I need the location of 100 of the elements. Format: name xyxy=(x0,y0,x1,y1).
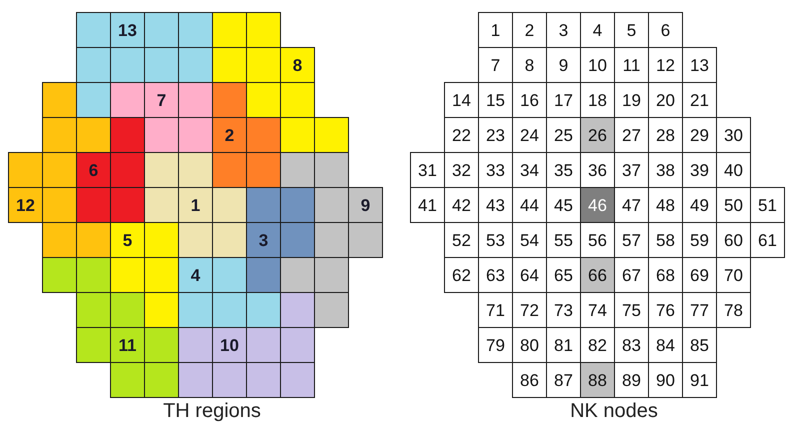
grid-cell xyxy=(76,292,111,328)
grid-cell xyxy=(348,222,383,258)
grid-cell xyxy=(178,362,213,398)
grid-cell xyxy=(110,47,145,83)
node-number: 49 xyxy=(690,196,709,214)
region-number: 2 xyxy=(224,126,234,144)
node-number: 58 xyxy=(656,232,675,248)
region-number: 12 xyxy=(16,196,35,214)
grid-cell xyxy=(178,257,213,293)
grid-cell xyxy=(212,187,247,223)
node-number: 85 xyxy=(690,336,709,354)
grid-cell xyxy=(580,257,615,293)
node-number: 84 xyxy=(656,336,675,354)
grid-cell xyxy=(110,117,145,153)
grid-cell xyxy=(110,257,145,293)
node-number: 89 xyxy=(622,372,641,388)
grid-cell xyxy=(212,117,247,153)
node-number: 22 xyxy=(452,126,471,144)
node-number: 59 xyxy=(690,232,709,248)
grid-cell xyxy=(280,82,315,118)
grid-cell xyxy=(76,47,111,83)
node-number: 71 xyxy=(486,302,505,318)
node-number: 82 xyxy=(588,336,607,354)
grid-cell xyxy=(280,292,315,328)
node-number: 31 xyxy=(418,162,437,178)
grid-cell xyxy=(212,327,247,363)
grid-cell xyxy=(478,327,513,363)
grid-cell xyxy=(682,47,717,83)
grid-cell xyxy=(444,257,479,293)
grid-cell xyxy=(144,187,179,223)
grid-cell xyxy=(478,12,513,48)
grid-cell xyxy=(178,47,213,83)
node-number: 40 xyxy=(724,162,743,178)
grid-cell xyxy=(42,257,77,293)
node-number: 50 xyxy=(724,196,743,214)
grid-cell xyxy=(280,362,315,398)
node-number: 38 xyxy=(656,162,675,178)
grid-cell xyxy=(144,222,179,258)
node-number: 5 xyxy=(626,22,636,38)
node-number: 73 xyxy=(554,302,573,318)
node-number: 64 xyxy=(520,266,539,284)
grid-cell xyxy=(144,117,179,153)
node-number: 67 xyxy=(622,266,641,284)
node-number: 63 xyxy=(486,266,505,284)
node-number: 25 xyxy=(554,126,573,144)
grid-cell xyxy=(76,12,111,48)
grid-cell xyxy=(144,152,179,188)
node-number: 15 xyxy=(486,92,505,108)
grid-cell xyxy=(178,327,213,363)
grid-cell xyxy=(144,327,179,363)
grid-cell xyxy=(144,362,179,398)
node-number: 81 xyxy=(554,336,573,354)
grid-cell xyxy=(178,82,213,118)
node-number: 41 xyxy=(418,196,437,214)
node-number: 3 xyxy=(558,22,568,38)
grid-cell xyxy=(750,187,785,223)
node-number: 91 xyxy=(690,372,709,388)
grid-cell xyxy=(178,292,213,328)
node-number: 21 xyxy=(690,92,709,108)
node-number: 44 xyxy=(520,196,539,214)
node-number: 56 xyxy=(588,232,607,248)
grid-cell xyxy=(314,152,349,188)
node-number: 70 xyxy=(724,266,743,284)
grid-caption: NK nodes xyxy=(570,400,658,423)
node-number: 45 xyxy=(554,196,573,214)
node-number: 12 xyxy=(656,56,675,74)
grid-cell xyxy=(246,362,281,398)
grid-cell xyxy=(246,187,281,223)
grid-cell xyxy=(580,362,615,398)
node-number: 61 xyxy=(758,232,777,248)
grid-caption: TH regions xyxy=(163,400,261,423)
node-number: 17 xyxy=(554,92,573,108)
grid-cell xyxy=(76,327,111,363)
grid-cell xyxy=(348,187,383,223)
grid-cell xyxy=(750,222,785,258)
grid-cell xyxy=(42,117,77,153)
grid-cell xyxy=(144,82,179,118)
region-number: 5 xyxy=(122,232,132,248)
grid-cell xyxy=(8,187,43,223)
grid-cell xyxy=(212,152,247,188)
grid-cell xyxy=(410,152,445,188)
grid-cell xyxy=(246,12,281,48)
node-number: 57 xyxy=(622,232,641,248)
node-number: 13 xyxy=(690,56,709,74)
node-number: 2 xyxy=(524,22,534,38)
node-number: 80 xyxy=(520,336,539,354)
grid-cell xyxy=(580,187,615,223)
region-number: 10 xyxy=(220,336,239,354)
grid-cell xyxy=(314,292,349,328)
node-number: 48 xyxy=(656,196,675,214)
grid-cell xyxy=(648,12,683,48)
grid-cell xyxy=(110,362,145,398)
grid-cell xyxy=(42,187,77,223)
grid-cell xyxy=(280,187,315,223)
node-number: 18 xyxy=(588,92,607,108)
grid-cell xyxy=(212,82,247,118)
node-number: 60 xyxy=(724,232,743,248)
grid-cell xyxy=(280,222,315,258)
region-number: 6 xyxy=(88,162,98,178)
grid-cell xyxy=(246,327,281,363)
